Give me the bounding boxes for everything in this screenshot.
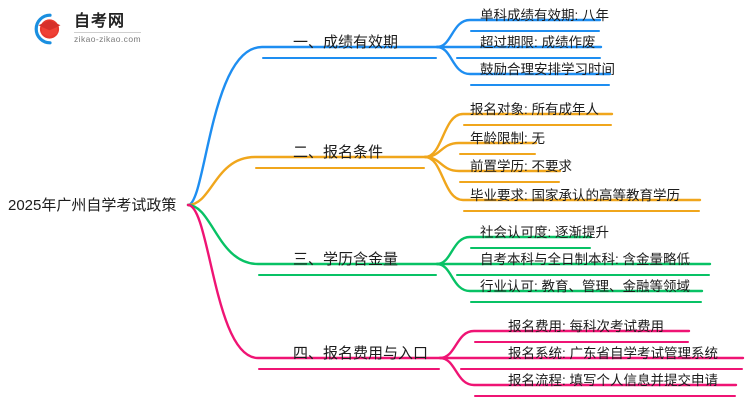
leaf-underline-4-2 bbox=[460, 368, 743, 370]
leaf-node-4-2[interactable]: 报名系统: 广东省自学考试管理系统 bbox=[508, 346, 719, 361]
branch-node-4[interactable]: 四、报名费用与入口 bbox=[293, 345, 429, 362]
leaf-underline-1-3 bbox=[470, 84, 610, 86]
leaf-underline-2-1 bbox=[463, 124, 612, 126]
branch-node-2[interactable]: 二、报名条件 bbox=[293, 144, 384, 161]
branch-underline-2 bbox=[255, 167, 425, 169]
branch-node-3[interactable]: 三、学历含金量 bbox=[293, 251, 399, 268]
leaf-underline-1-2 bbox=[456, 57, 601, 59]
site-logo: 自考网 zikao-zikao.com bbox=[28, 9, 178, 49]
branch-underline-4 bbox=[258, 368, 440, 370]
leaf-underline-1-1 bbox=[470, 30, 600, 32]
leaf-node-2-3[interactable]: 前置学历: 不要求 bbox=[470, 159, 573, 174]
leaf-node-4-1[interactable]: 报名费用: 每科次考试费用 bbox=[508, 319, 665, 334]
leaf-node-2-4[interactable]: 毕业要求: 国家承认的高等教育学历 bbox=[470, 188, 681, 203]
leaf-node-3-3[interactable]: 行业认可: 教育、管理、金融等领域 bbox=[480, 279, 691, 294]
leaf-node-2-1[interactable]: 报名对象: 所有成年人 bbox=[470, 102, 600, 117]
leaf-node-3-2[interactable]: 自考本科与全日制本科: 含金量略低 bbox=[480, 252, 691, 267]
logo-text-block: 自考网 zikao-zikao.com bbox=[74, 13, 141, 45]
leaf-underline-3-1 bbox=[470, 247, 591, 249]
branch-underline-3 bbox=[258, 274, 437, 276]
leaf-node-2-2[interactable]: 年龄限制: 无 bbox=[470, 131, 546, 146]
leaf-node-1-3[interactable]: 鼓励合理安排学习时间 bbox=[480, 62, 615, 77]
leaf-underline-2-3 bbox=[459, 181, 560, 183]
root-node[interactable]: 2025年广州自学考试政策 bbox=[8, 197, 177, 214]
leaf-underline-4-1 bbox=[474, 341, 689, 343]
leaf-node-1-2[interactable]: 超过期限: 成绩作废 bbox=[480, 35, 596, 50]
leaf-underline-2-2 bbox=[459, 153, 536, 155]
leaf-underline-3-2 bbox=[456, 274, 710, 276]
leaf-underline-2-4 bbox=[463, 210, 700, 212]
leaf-underline-3-3 bbox=[470, 301, 702, 303]
logo-title: 自考网 bbox=[74, 13, 126, 30]
branch-underline-1 bbox=[262, 57, 437, 59]
zikao-logo-icon bbox=[34, 13, 61, 45]
leaf-node-3-1[interactable]: 社会认可度: 逐渐提升 bbox=[480, 225, 610, 240]
branch-node-1[interactable]: 一、成绩有效期 bbox=[293, 34, 399, 51]
leaf-node-1-1[interactable]: 单科成绩有效期: 八年 bbox=[480, 8, 610, 23]
leaf-node-4-3[interactable]: 报名流程: 填写个人信息并提交申请 bbox=[508, 373, 719, 388]
logo-subtitle: zikao-zikao.com bbox=[74, 32, 141, 44]
leaf-underline-4-3 bbox=[474, 395, 736, 397]
